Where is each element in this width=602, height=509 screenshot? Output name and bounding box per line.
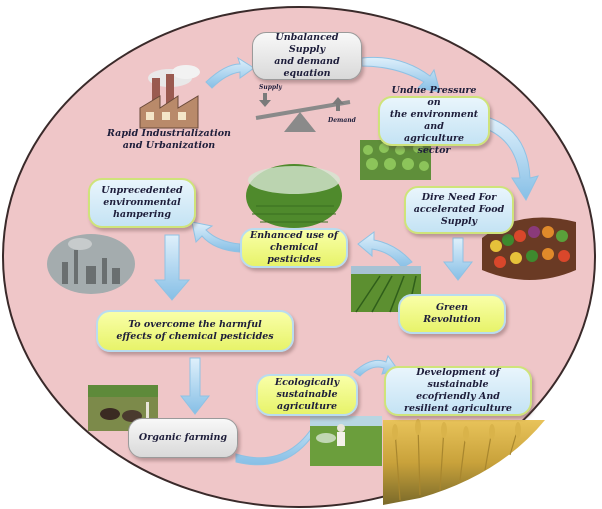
factory-icon (139, 65, 200, 129)
node-sustainable-development: Development of sustainable ecofriendly A… (384, 366, 532, 416)
arrow-overcome-to-organic (179, 357, 211, 415)
golden-wheat-photo (383, 419, 545, 505)
label-demand: Demand (328, 117, 356, 124)
node-overcome-effects: To overcome the harmful effects of chemi… (96, 310, 294, 352)
node-unprecedented: Unprecedented environmental hampering (88, 178, 196, 228)
node-unbalanced-supply: Unbalanced Supply and demand equation (252, 32, 362, 80)
irrigation-field-photo (246, 164, 342, 228)
vegetable-market-photo (482, 217, 576, 280)
node-organic-farming: Organic farming (128, 418, 238, 458)
arrow-dire-to-green (442, 237, 474, 281)
node-industrialization: Rapid Industrialization and Urbanization (107, 128, 231, 152)
arrow-unprecedented-to-overcome (153, 234, 191, 301)
supply-arrow-icon (259, 93, 271, 107)
node-enhanced-pesticides: Enhanced use of chemical pesticides (240, 228, 348, 268)
arrow-industry-to-unbalanced (205, 56, 255, 89)
lettuce-field-photo (360, 140, 431, 180)
node-dire-need: Dire Need For accelerated Food Supply (404, 186, 514, 234)
arrow-green-to-pesticides (357, 231, 413, 269)
node-undue-pressure: Undue Pressure on the environment and ag… (378, 85, 490, 156)
balance-scale (255, 93, 351, 132)
node-eco-sustainable: Ecologically sustainable agriculture (256, 374, 358, 416)
arrow-unbalanced-to-pressure (361, 56, 441, 93)
smog-city-photo (47, 234, 135, 294)
spraying-farmer-photo (310, 416, 382, 466)
arrow-pressure-to-dire (483, 117, 539, 202)
demand-arrow-icon (332, 97, 344, 111)
arrow-pesticides-to-unprecedented (191, 221, 241, 253)
label-supply: Supply (259, 84, 282, 91)
node-green-revolution: Green Revolution (398, 294, 506, 334)
